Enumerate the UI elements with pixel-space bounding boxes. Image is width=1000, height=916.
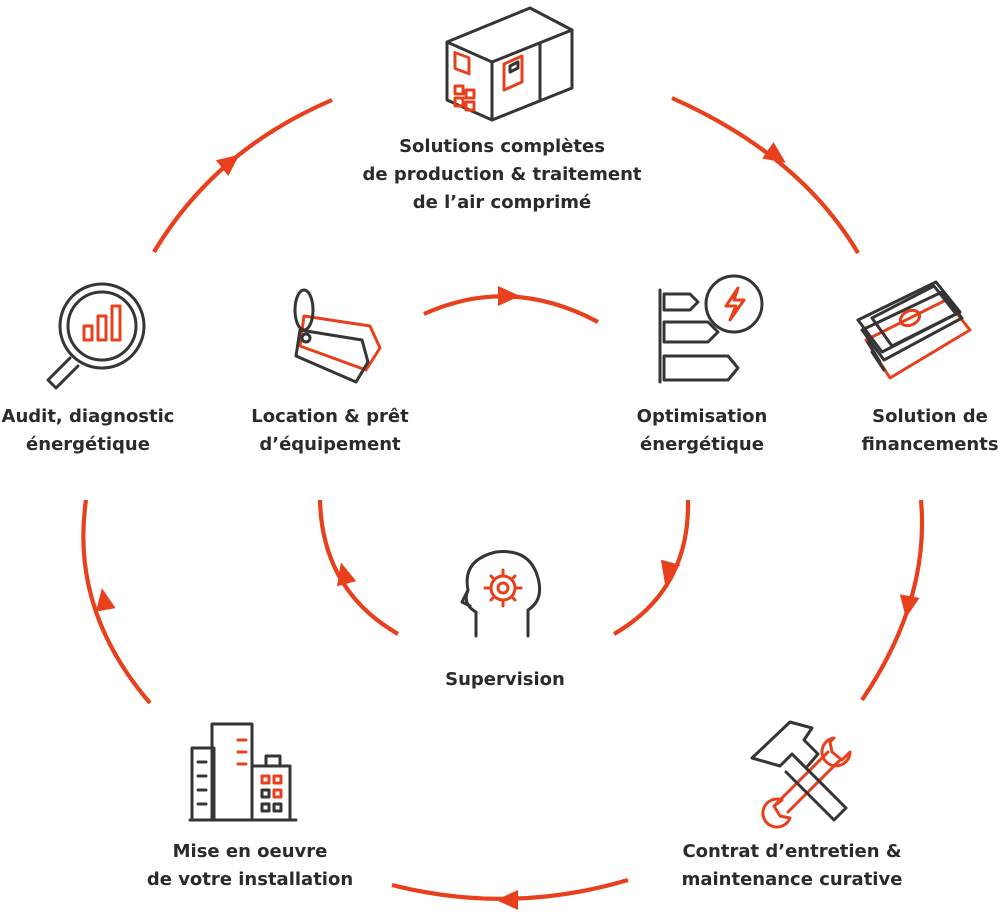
banknotes-icon [856, 280, 972, 380]
price-tags-icon [293, 288, 382, 384]
arc-solutions-to-financing [671, 96, 860, 255]
arc-supervision-to-rental [317, 499, 400, 636]
node-financing-label: Solution de financements [861, 406, 999, 455]
arc-optimisation-to-supervision [612, 499, 691, 636]
node-supervision-label: Supervision [445, 669, 565, 690]
arc-installation-to-audit [81, 499, 152, 705]
arc-audit-to-solutions [152, 98, 333, 254]
arrow-head [498, 286, 520, 306]
arrow-heads [92, 142, 920, 910]
head-gear-icon [460, 550, 542, 638]
node-optimisation-label: Optimisation énergétique [636, 406, 768, 455]
hammer-wrench-icon [750, 720, 852, 829]
compressor-unit-icon [445, 6, 574, 122]
node-solutions-label: Solutions complètes de production & trai… [362, 136, 642, 213]
arc-rental-to-optimisation [423, 294, 599, 324]
node-installation-label: Mise en oeuvre de votre installation [146, 841, 354, 890]
outer-cycle-arrows [81, 96, 925, 901]
arrow-head [496, 890, 518, 910]
node-audit-label: Audit, diagnostic énergétique [1, 406, 175, 455]
signpost-energy-icon [658, 274, 764, 384]
node-maintenance-label: Contrat d’entretien & maintenance curati… [681, 841, 903, 890]
buildings-icon [188, 722, 298, 822]
magnifier-chart-icon [46, 282, 146, 390]
node-rental-label: Location & prêt d’équipement [251, 406, 409, 455]
